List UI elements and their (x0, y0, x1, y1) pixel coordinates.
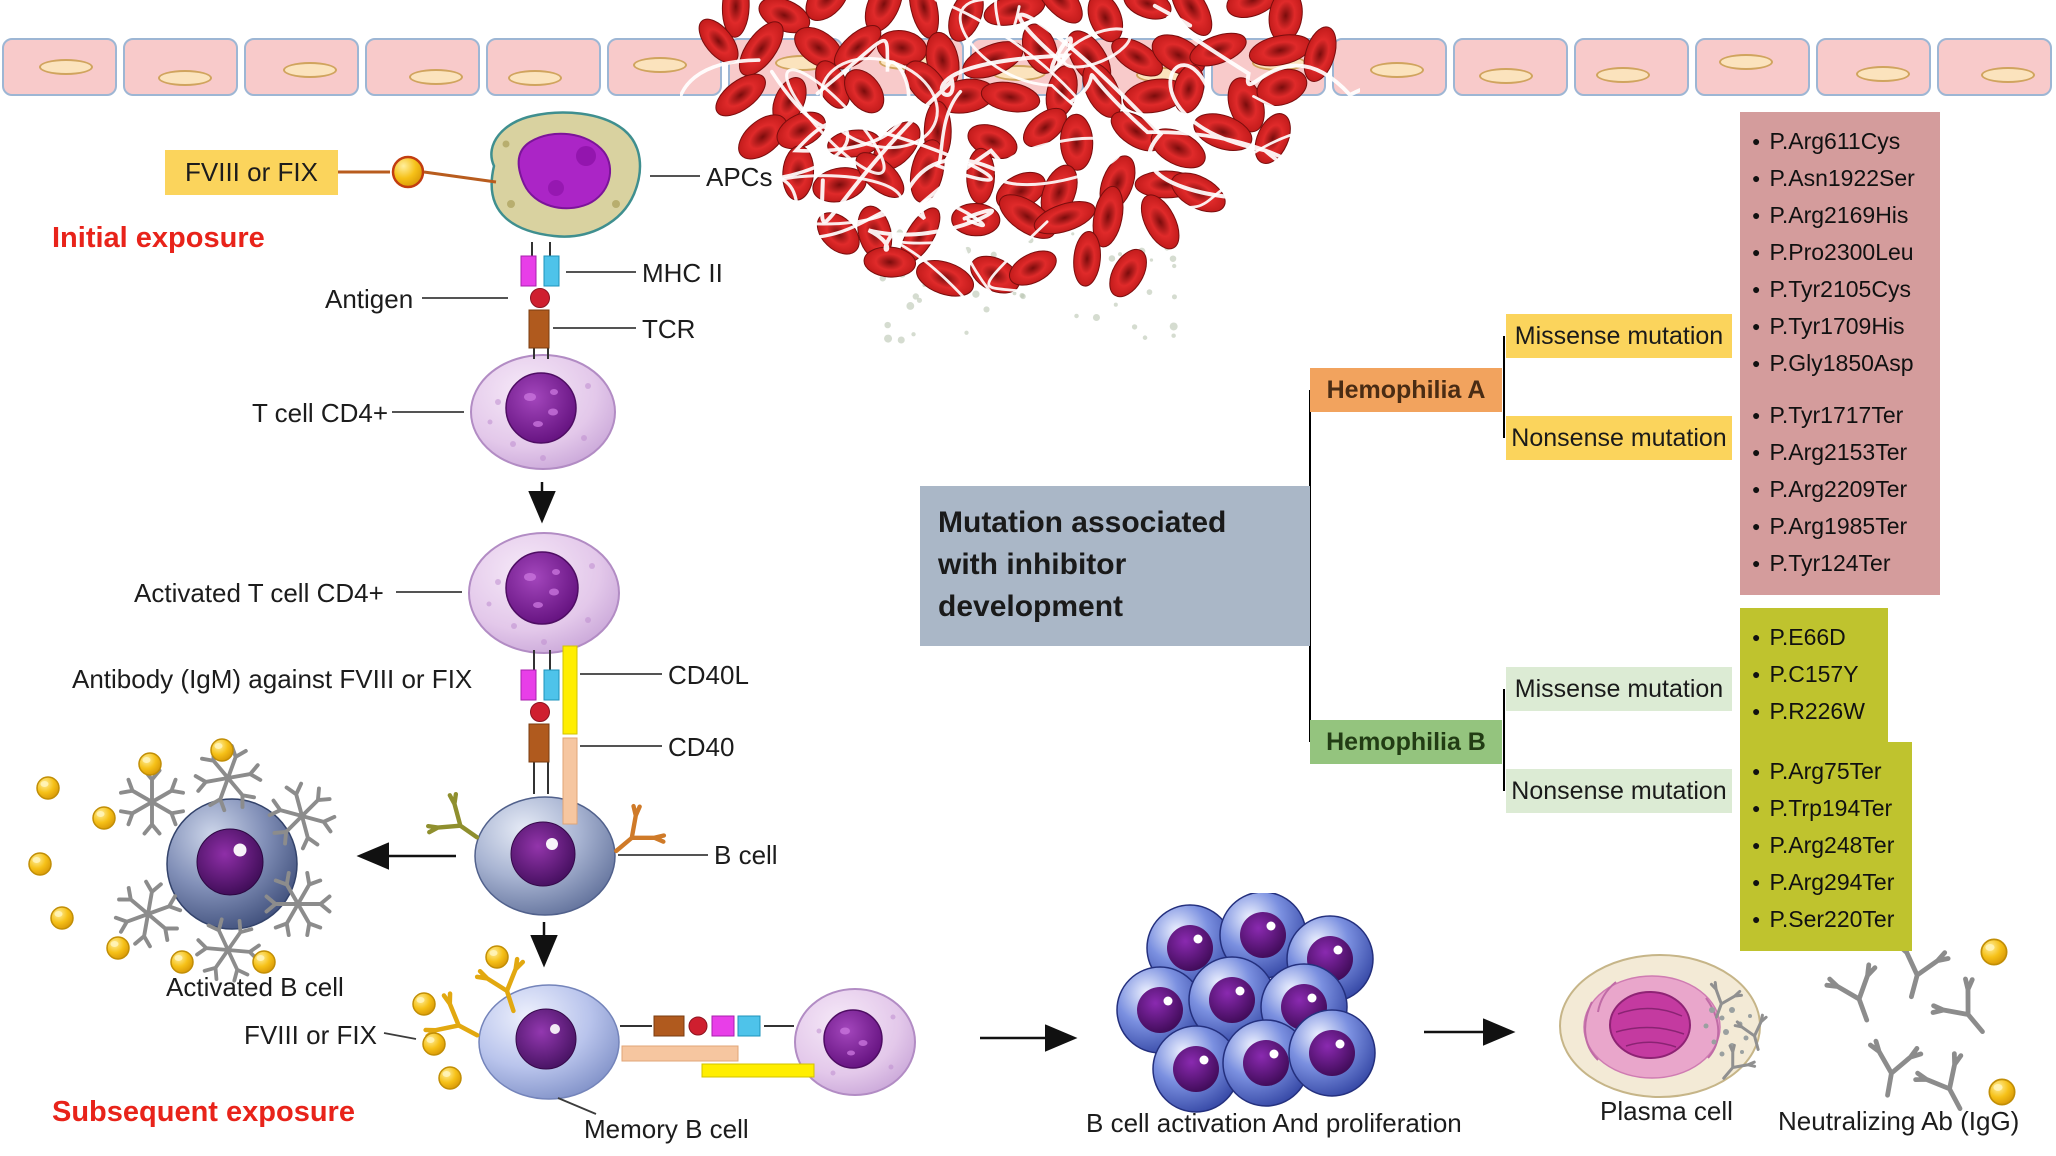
mutation-item: P.Tyr1717Ter (1752, 398, 1928, 435)
label-fviii-initial: FVIII or FIX (165, 150, 338, 195)
cell-nucleus (1856, 65, 1911, 82)
cd40-bar-icon (621, 1045, 739, 1062)
label-tcr: TCR (642, 314, 696, 344)
label-memory-bcell: Memory B cell (584, 1114, 749, 1144)
factor-molecule-icon (1988, 1078, 2016, 1106)
mutation-item: P.Arg248Ter (1752, 828, 1900, 865)
endothelial-cell (364, 38, 480, 96)
mutation-item: P.Arg2153Ter (1752, 435, 1928, 472)
mutation-item: P.Arg611Cys (1752, 124, 1928, 161)
blood-clot-fibrin-graphic (680, 0, 1360, 344)
label-plasma-cell: Plasma cell (1600, 1096, 1733, 1126)
label-activated-bcell: Activated B cell (166, 972, 344, 1002)
factor-molecule-icon (1980, 938, 2008, 966)
cell-nucleus (1369, 61, 1424, 78)
endothelial-cell (1574, 38, 1690, 96)
hemophilia-a-box: Hemophilia A (1310, 368, 1502, 412)
endothelial-cell (243, 38, 359, 96)
antigen-presenting-partner-cell-graphic (794, 988, 916, 1096)
endothelial-cell (2, 38, 117, 96)
plasma-cell-graphic (1559, 954, 1761, 1098)
cell-nucleus (1719, 54, 1774, 71)
mutation-item: P.Pro2300Leu (1752, 235, 1928, 272)
label-tcell: T cell CD4+ (252, 398, 389, 428)
cell-nucleus (1981, 67, 2036, 84)
endothelial-cell (1695, 38, 1811, 96)
hemophilia-a-nonsense-list: P.Tyr1717TerP.Arg2153TerP.Arg2209TerP.Ar… (1740, 386, 1940, 595)
b-cell-graphic (474, 796, 616, 916)
activated-b-cell-graphic (166, 798, 298, 930)
tcr-block-icon (528, 309, 550, 349)
neutralizing-igg-icons (1825, 941, 2002, 1121)
mhc2-block2-icon (543, 255, 560, 287)
cell-nucleus (507, 69, 562, 86)
mutation-item: P.Tyr124Ter (1752, 546, 1928, 583)
label-cd40: CD40 (668, 732, 735, 762)
hemophilia-b-missense-box: Missense mutation (1506, 667, 1732, 711)
subsequent-synapse (620, 1015, 815, 1078)
label-bcell-activation: B cell activation And proliferation (1086, 1108, 1462, 1138)
hemophilia-a-nonsense-box: Nonsense mutation (1506, 416, 1732, 460)
mutation-item: P.R226W (1752, 694, 1876, 731)
mutation-item: P.Arg294Ter (1752, 865, 1900, 902)
mhc-tcr-complex (520, 242, 560, 359)
cell-nucleus (38, 58, 93, 75)
activated-t-cell-graphic (468, 532, 620, 654)
mutation-item: P.Asn1922Ser (1752, 161, 1928, 198)
label-cd40l: CD40L (668, 660, 749, 690)
mutation-item: P.Arg1985Ter (1752, 509, 1928, 546)
endothelial-cell (1332, 38, 1448, 96)
label-activated-tcell: Activated T cell CD4+ (134, 578, 384, 608)
hemophilia-b-nonsense-box: Nonsense mutation (1506, 769, 1732, 813)
endothelial-cell (1453, 38, 1569, 96)
memory-b-cell-graphic (478, 984, 620, 1100)
endothelial-cell (122, 38, 238, 96)
label-antigen: Antigen (325, 284, 414, 314)
fviii-initial-tag: FVIII or FIX (165, 150, 338, 195)
label-initial-exposure: Initial exposure (52, 222, 265, 254)
cell-nucleus (158, 69, 213, 86)
endothelial-cell (485, 38, 601, 96)
label-subsequent-exposure: Subsequent exposure (52, 1096, 355, 1128)
cd40l-bar-icon (562, 645, 578, 735)
mutation-item: P.Tyr2105Cys (1752, 272, 1928, 309)
mutation-root-box: Mutation associated with inhibitor devel… (920, 486, 1310, 646)
endothelial-cell (1816, 38, 1932, 96)
factor-molecule-icon (391, 155, 425, 189)
hemophilia-b-box: Hemophilia B (1310, 720, 1502, 764)
endothelial-cell (606, 38, 722, 96)
hemophilia-b-nonsense-list: P.Arg75TerP.Trp194TerP.Arg248TerP.Arg294… (1740, 742, 1912, 951)
mutation-item: P.Ser220Ter (1752, 902, 1900, 939)
mutation-item: P.Gly1850Asp (1752, 346, 1928, 383)
mhc2-block-icon (520, 255, 537, 287)
cell-nucleus (409, 68, 464, 85)
label-mhc2: MHC II (642, 258, 723, 288)
cell-nucleus (1596, 66, 1651, 83)
cell-nucleus (1478, 68, 1533, 85)
mutation-item: P.Arg2209Ter (1752, 472, 1928, 509)
label-apcs: APCs (706, 162, 773, 192)
cell-nucleus (282, 62, 337, 79)
t-cell-cd4-graphic (470, 354, 616, 470)
mutation-item: P.E66D (1752, 620, 1876, 657)
cell-nucleus (632, 57, 687, 74)
mutation-item: P.Arg2169His (1752, 198, 1928, 235)
mutation-item: P.Tyr1709His (1752, 309, 1928, 346)
hemophilia-b-missense-list: P.E66DP.C157YP.R226W (1740, 608, 1888, 743)
mutation-item: P.Arg75Ter (1752, 754, 1900, 791)
endothelial-cell (1937, 38, 2052, 96)
label-bcell: B cell (714, 840, 778, 870)
b-cell-proliferation-cluster-graphic (1116, 893, 1376, 1113)
hemophilia-a-missense-list: P.Arg611CysP.Asn1922SerP.Arg2169HisP.Pro… (1740, 112, 1940, 395)
mutation-item: P.C157Y (1752, 657, 1876, 694)
apc-cell-graphic (490, 111, 642, 238)
antigen-peptide-icon (530, 288, 550, 308)
hemophilia-a-missense-box: Missense mutation (1506, 314, 1732, 358)
mutation-item: P.Trp194Ter (1752, 791, 1900, 828)
label-igm-antibody: Antibody (IgM) against FVIII or FIX (72, 664, 473, 694)
label-neutralizing-ab: Neutralizing Ab (IgG) (1778, 1106, 2020, 1136)
label-fviii-subsequent: FVIII or FIX (244, 1020, 377, 1050)
